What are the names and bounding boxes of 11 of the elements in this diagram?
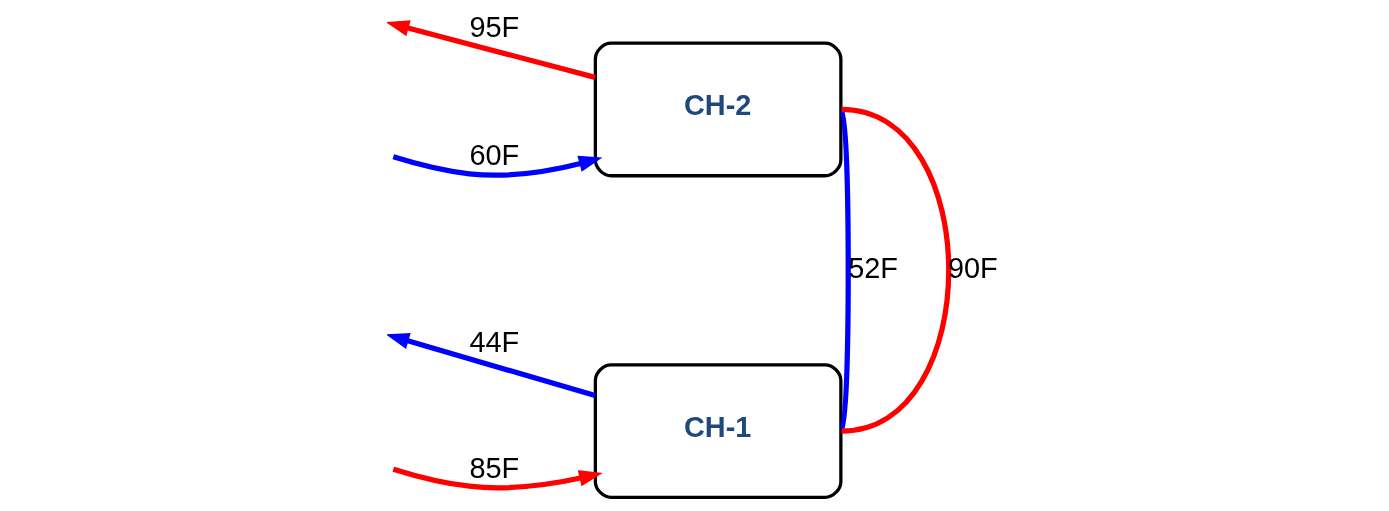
node-box: CH-2: [593, 41, 842, 178]
arrow: [392, 466, 603, 491]
node-box: CH-1: [593, 363, 842, 500]
arrow: [392, 154, 602, 178]
edge-label: 44F: [468, 325, 519, 358]
edge-label: 95F: [468, 10, 519, 43]
arrow: [386, 333, 596, 399]
arrow: [386, 20, 596, 80]
edge-label: 85F: [468, 451, 519, 484]
edge-label: 60F: [468, 139, 519, 172]
connector: [840, 106, 951, 434]
